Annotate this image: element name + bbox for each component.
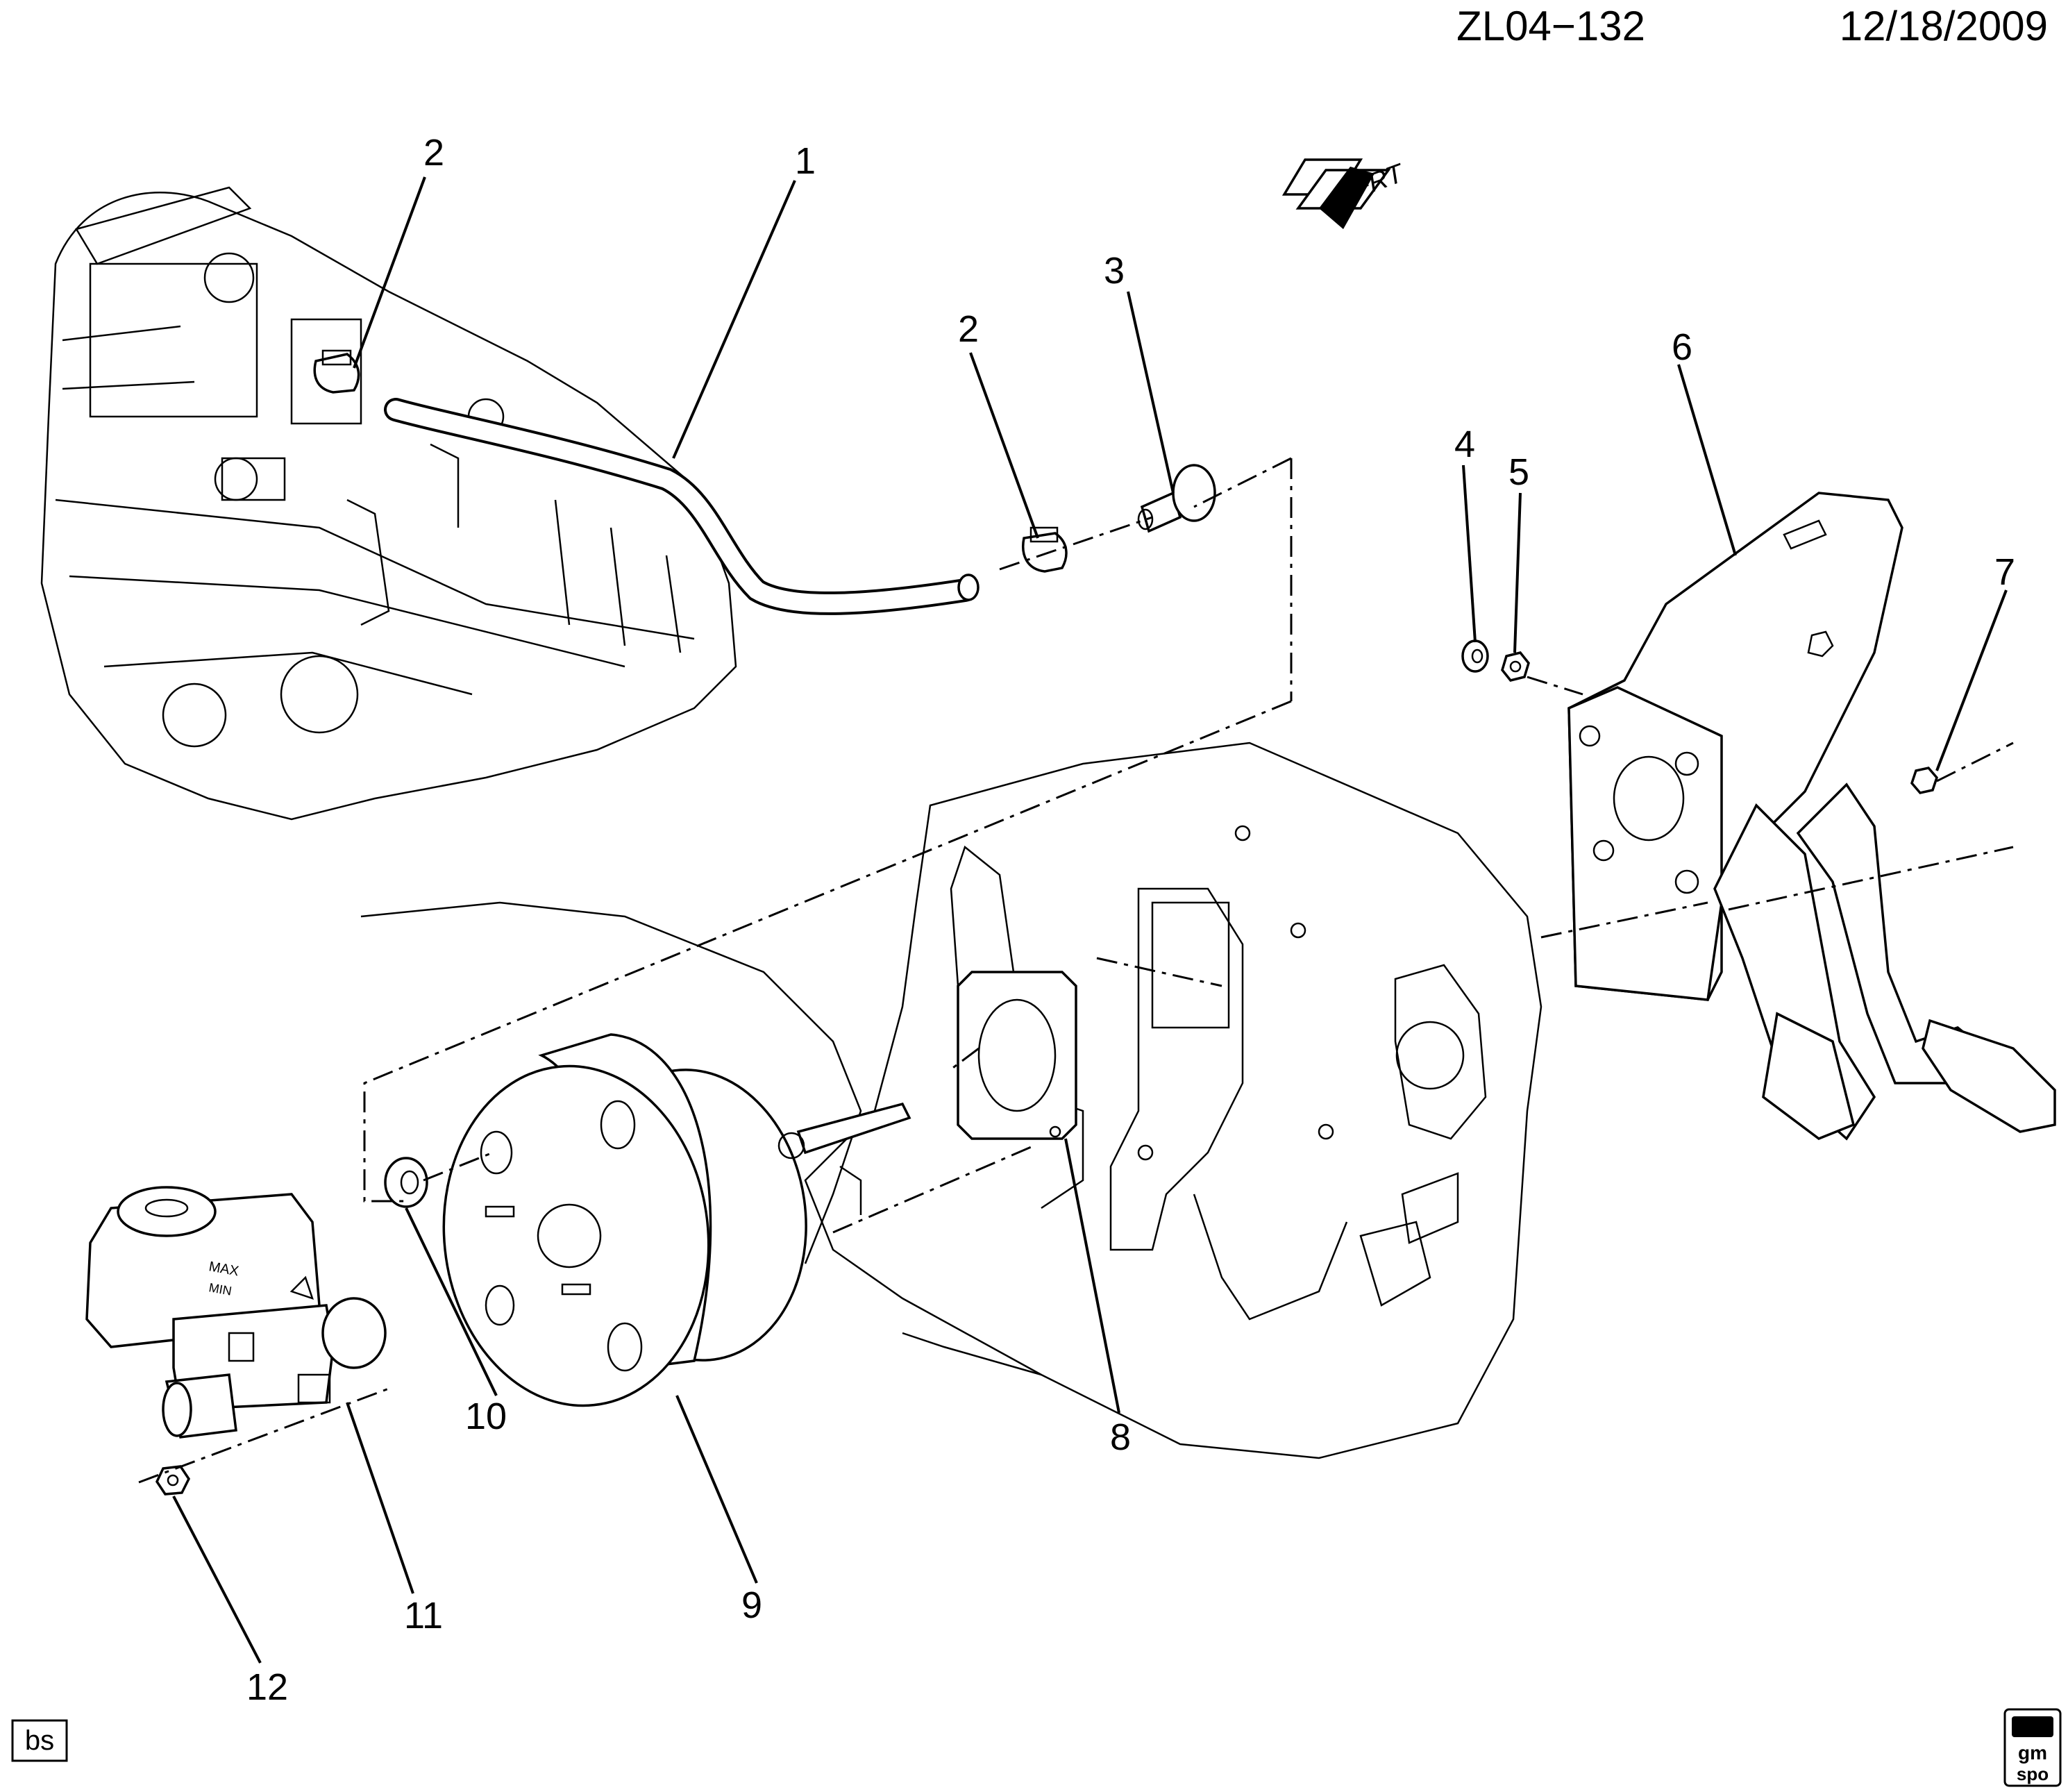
vacuum-hose: [384, 398, 980, 615]
brake-pedal-bracket: [1567, 492, 2056, 1141]
diagram-date: 12/18/2009: [1840, 3, 2048, 49]
front-direction-arrow-icon: FRT: [1281, 158, 1409, 229]
brake-booster: [442, 1033, 911, 1407]
bs-tag: bs: [11, 1719, 68, 1762]
firewall-panel: [360, 742, 1542, 1459]
hose-clamp-left: [313, 349, 360, 394]
callout-6: 6: [1672, 326, 1692, 368]
spo-logo-text: spo: [2017, 1764, 2049, 1784]
pedal-nut: [1501, 651, 1530, 682]
callout-3: 3: [1104, 250, 1125, 292]
callout-11: 11: [404, 1595, 443, 1636]
booster-gasket: [957, 971, 1077, 1140]
bracket-nut: [1910, 767, 1938, 794]
engine-assembly: [40, 186, 737, 821]
callout-1: 1: [795, 140, 816, 182]
callout-2b: 2: [958, 308, 979, 350]
callout-4: 4: [1454, 424, 1475, 465]
callout-10: 10: [465, 1396, 507, 1437]
gm-logo-text: gm: [2018, 1742, 2047, 1764]
pedal-washer: [1461, 639, 1489, 673]
callout-12: 12: [246, 1666, 288, 1708]
booster-grommet: [384, 1157, 428, 1208]
callout-7: 7: [1994, 551, 2015, 593]
gm-spo-logo: gm spo: [2003, 1708, 2062, 1787]
check-valve: [1137, 464, 1216, 533]
master-cylinder-nut: [155, 1465, 191, 1496]
diagram-code: ZL04−132: [1456, 3, 1645, 49]
hose-clamp-right: [1022, 526, 1068, 573]
bs-tag-text: bs: [25, 1725, 54, 1756]
callout-9: 9: [741, 1584, 762, 1626]
master-cylinder: MAX MIN: [85, 1186, 387, 1439]
callout-5: 5: [1508, 451, 1529, 493]
callout-8: 8: [1110, 1416, 1131, 1458]
callout-2: 2: [423, 132, 444, 174]
leader-lines: [138, 176, 2014, 1664]
